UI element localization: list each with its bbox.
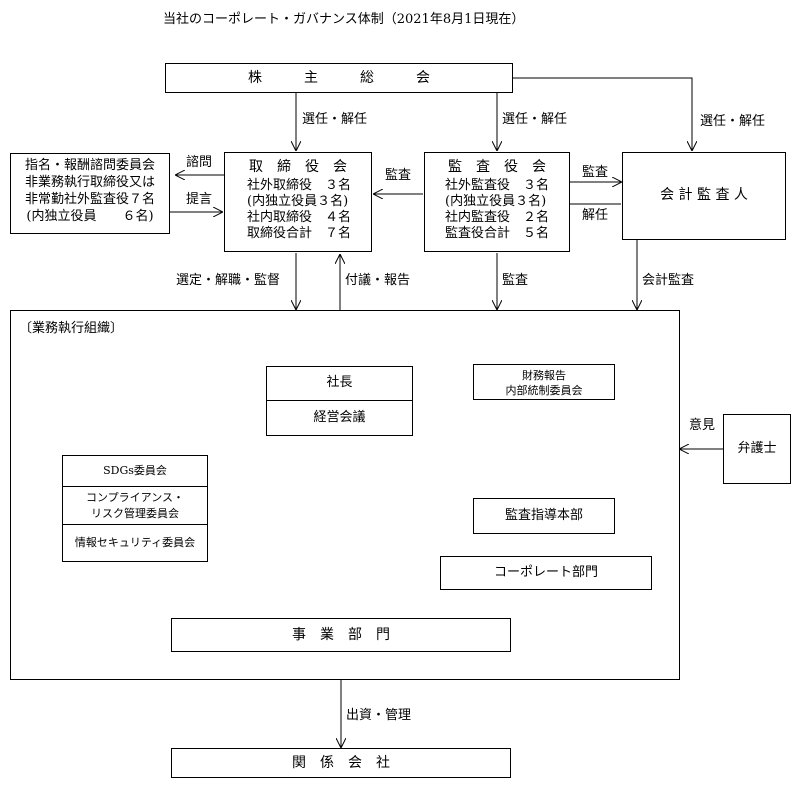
label-submit-report: 付議・報告: [345, 273, 411, 288]
audit-guidance-hq-label: 監査指導本部: [504, 508, 583, 523]
affiliates-box: 関 係 会 社: [171, 748, 511, 778]
lawyer-box: 弁護士: [723, 414, 791, 484]
committee-line-2: 非常勤社外監査役７名: [24, 192, 155, 207]
board-title: 取 締 役 会: [249, 159, 347, 175]
label-propose: 提言: [186, 192, 213, 207]
board-line-3: 社内取締役 ４名: [247, 210, 352, 225]
shareholders-meeting-box: 株 主 総 会: [165, 63, 513, 93]
fin-report-line-2: 内部統制委員会: [505, 384, 583, 397]
label-accounting-audit: 会計監査: [642, 273, 695, 288]
shareholders-meeting-label: 株 主 総 会: [248, 70, 430, 86]
board-line-1: 社外取締役 ３名: [247, 178, 352, 193]
accounting-auditor-box: 会 計 監 査 人: [622, 152, 786, 240]
label-audit-accounting: 監査: [582, 165, 609, 180]
business-division-label: 事 業 部 門: [292, 627, 390, 643]
nomination-compensation-committee-box: 指名・報酬諮問委員会 非業務執行取締役又は 非常勤社外監査役７名 (内独立役員 …: [10, 153, 170, 234]
auditors-line-1: 社外監査役 ３名: [445, 178, 550, 193]
execution-org-title: 〔業務執行組織〕: [19, 321, 124, 336]
committees-stack-box: [62, 455, 208, 562]
corporate-division-box: コーポレート部門: [440, 556, 652, 590]
financial-reporting-committee-box: 財務報告 内部統制委員会: [473, 364, 615, 400]
president-label: 社長: [326, 375, 353, 390]
corporate-division-label: コーポレート部門: [493, 565, 598, 580]
committee-line-3: (内独立役員 ６名): [26, 209, 154, 224]
board-line-2: (内独立役員３名): [247, 194, 349, 209]
diagram-title: 当社のコーポレート・ガバナンス体制（2021年8月1日現在）: [163, 12, 525, 27]
label-elect-auditors: 選任・解任: [502, 112, 568, 127]
label-consult: 諮問: [186, 155, 213, 170]
auditors-title: 監 査 役 会: [448, 159, 546, 175]
lawyer-label: 弁護士: [737, 441, 777, 456]
compliance-line-1: コンプライアンス・: [85, 491, 184, 504]
label-elect-board: 選任・解任: [302, 112, 368, 127]
president-box: [266, 366, 413, 436]
board-of-directors-box: 取 締 役 会 社外取締役 ３名 (内独立役員３名) 社内取締役 ４名 取締役合…: [224, 152, 372, 252]
management-meeting-label: 経営会議: [313, 410, 366, 425]
stack-divider-2: [62, 524, 208, 525]
accounting-auditor-label: 会 計 監 査 人: [660, 187, 748, 203]
stack-divider-1: [62, 486, 208, 487]
label-dismiss: 解任: [582, 208, 609, 223]
compliance-line-2: リスク管理委員会: [91, 507, 179, 520]
label-select-dismiss-supervise: 選定・解職・監督: [176, 273, 281, 288]
auditors-line-3: 社内監査役 ２名: [445, 210, 550, 225]
committee-title: 指名・報酬諮問委員会: [24, 158, 155, 173]
auditors-line-2: (内独立役員３名): [445, 194, 547, 209]
business-division-box: 事 業 部 門: [171, 618, 511, 652]
board-of-auditors-box: 監 査 役 会 社外監査役 ３名 (内独立役員３名) 社内監査役 ２名 監査役合…: [424, 152, 570, 252]
fin-report-line-1: 財務報告: [522, 369, 566, 382]
label-investment-management: 出資・管理: [346, 708, 412, 723]
auditors-line-4: 監査役合計 ５名: [445, 226, 550, 241]
label-audit-down: 監査: [502, 273, 529, 288]
label-opinion: 意見: [689, 418, 716, 433]
audit-guidance-hq-box: 監査指導本部: [473, 498, 615, 534]
label-audit-board: 監査: [385, 168, 412, 183]
infosec-committee-label: 情報セキュリティ委員会: [74, 536, 196, 549]
sdgs-committee-label: SDGs委員会: [103, 464, 167, 477]
president-divider: [266, 400, 413, 401]
committee-line-1: 非業務執行取締役又は: [24, 175, 155, 190]
affiliates-label: 関 係 会 社: [292, 755, 390, 771]
label-elect-accounting: 選任・解任: [700, 114, 766, 129]
board-line-4: 取締役合計 ７名: [247, 226, 352, 241]
